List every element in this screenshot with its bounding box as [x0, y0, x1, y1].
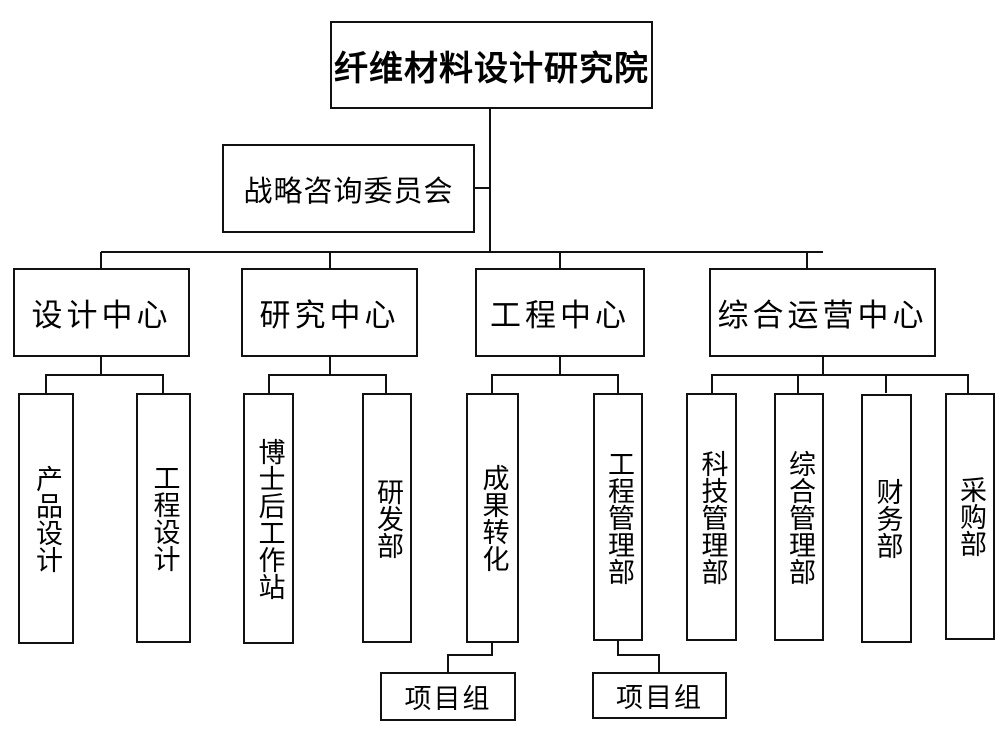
department-node: 研发部: [362, 393, 412, 643]
department-label: 工程管理部: [603, 449, 634, 585]
research-branch: [268, 374, 387, 393]
department-label: 工程设计: [148, 464, 180, 572]
engineering-branch: [491, 374, 619, 393]
center-label: 综合运营中心: [717, 298, 928, 334]
subunit-label: 项目组: [404, 684, 492, 715]
subunit-node: 项目组: [592, 672, 727, 719]
department-label: 产品设计: [31, 464, 62, 573]
department-node: 工程设计: [136, 393, 191, 643]
center-node-design: 设计中心: [13, 268, 190, 357]
department-node: 综合管理部: [774, 393, 824, 641]
department-label: 采购部: [955, 476, 986, 557]
department-node: 采购部: [945, 393, 995, 640]
subunit-node: 项目组: [380, 672, 516, 721]
root-node: 纤维材料设计研究院: [330, 21, 653, 109]
department-label: 科技管理部: [696, 449, 728, 585]
department-node: 工程管理部: [593, 393, 643, 641]
advisory-label: 战略咨询委员会: [243, 173, 454, 208]
advisory-node: 战略咨询委员会: [222, 144, 475, 233]
center-node-engineering: 工程中心: [475, 268, 645, 357]
department-label: 财务部: [871, 478, 903, 559]
department-label: 博士后工作站: [253, 437, 285, 600]
department-label: 成果转化: [477, 464, 509, 572]
root-label: 纤维材料设计研究院: [334, 48, 649, 89]
center-label: 设计中心: [31, 298, 172, 334]
subunit-connector-1: [447, 641, 493, 672]
subunit-label: 项目组: [616, 683, 703, 714]
department-label: 研发部: [372, 477, 403, 559]
center-node-operations: 综合运营中心: [709, 268, 936, 357]
subunit-connector-2: [617, 641, 660, 672]
design-branch: [45, 374, 164, 393]
operations-branch: [711, 374, 969, 393]
center-label: 工程中心: [490, 298, 630, 334]
center-node-research: 研究中心: [241, 268, 418, 357]
center-label: 研究中心: [259, 298, 400, 334]
department-node: 科技管理部: [686, 393, 737, 641]
department-node: 产品设计: [18, 393, 74, 644]
department-label: 综合管理部: [784, 449, 815, 585]
department-node: 成果转化: [466, 393, 519, 643]
department-node: 博士后工作站: [243, 393, 294, 644]
department-node: 财务部: [861, 394, 912, 643]
